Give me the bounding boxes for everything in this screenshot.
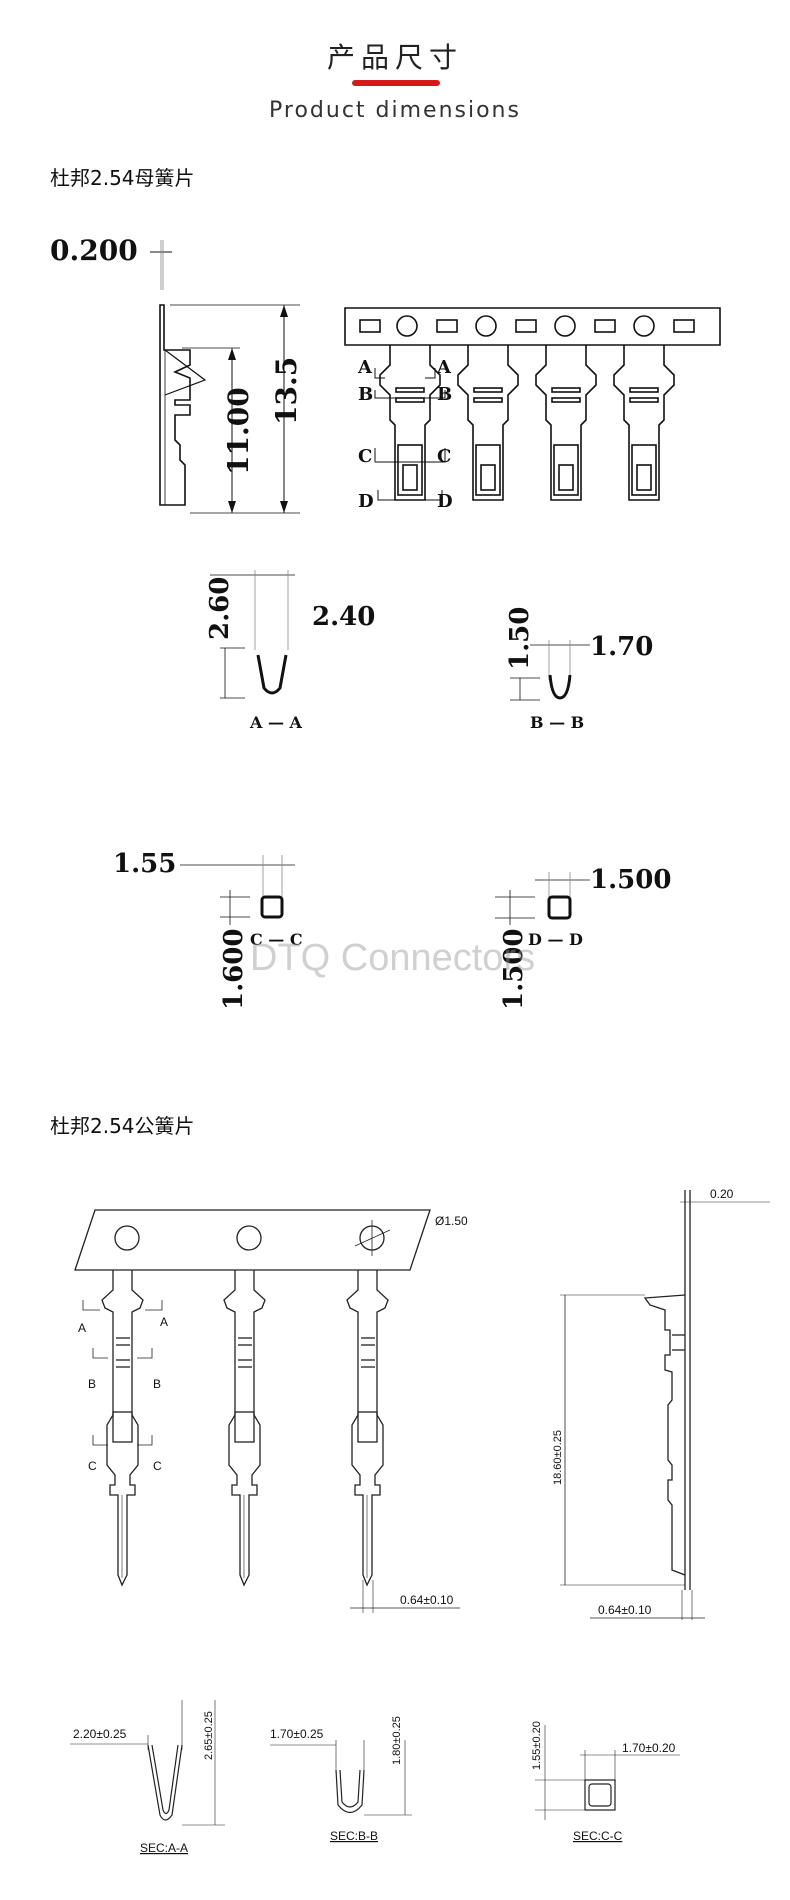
- male-mark-a-right: A: [160, 1315, 168, 1329]
- male-sec-bb: 1.70±0.25 1.80±0.25 SEC:B-B: [270, 1716, 412, 1843]
- female-thickness-value: 0.200: [50, 234, 138, 267]
- male-pin-width-side: 0.64±0.10: [598, 1603, 652, 1617]
- male-bb-h: 1.80±0.25: [391, 1716, 403, 1765]
- female-bb-w: 1.70: [590, 632, 653, 662]
- female-sec-cc: 1.55 1.600 C — C: [113, 849, 303, 1010]
- male-bb-label: SEC:B-B: [330, 1829, 378, 1843]
- page-title-cn: 产品尺寸: [326, 41, 463, 74]
- male-mark-a-left: A: [78, 1321, 86, 1335]
- female-mark-a-left: A: [357, 357, 373, 378]
- female-section-label: 杜邦2.54母簧片: [50, 166, 195, 190]
- male-terminal: [346, 1270, 389, 1587]
- male-mark-b-left: B: [88, 1377, 96, 1391]
- female-terminal-drawing: 0.200 11.00 13.5: [50, 234, 721, 1010]
- male-sec-aa: 2.20±0.25 2.65±0.25 SEC:A-A: [70, 1700, 225, 1855]
- female-dd-label: D — D: [528, 930, 583, 949]
- female-cc-label: C — C: [250, 930, 303, 949]
- male-cc-h: 1.55±0.20: [531, 1721, 543, 1770]
- male-hole-dia: Ø1.50: [435, 1214, 468, 1228]
- male-thickness: 0.20: [710, 1187, 734, 1201]
- female-bb-h: 1.50: [505, 607, 535, 670]
- male-mark-b-right: B: [153, 1377, 161, 1391]
- female-aa-h: 2.60: [205, 577, 235, 640]
- female-side-view: [159, 304, 207, 506]
- female-dd-w: 1.500: [590, 865, 671, 895]
- male-section-label: 杜邦2.54公簧片: [50, 1114, 195, 1138]
- male-mark-c-right: C: [153, 1459, 162, 1473]
- male-side-view: [643, 1190, 691, 1590]
- male-terminal: [223, 1270, 266, 1587]
- male-aa-h: 2.65±0.25: [203, 1711, 215, 1760]
- female-sec-bb: 1.50 1.70 B — B: [505, 607, 653, 732]
- male-terminal-drawing: Ø1.50 A A B B C C 0.64±0.10: [70, 1187, 770, 1855]
- female-cc-h: 1.600: [219, 929, 249, 1010]
- female-mark-c-right: C: [437, 446, 451, 467]
- female-mark-d-right: D: [437, 491, 453, 512]
- male-terminal: [101, 1270, 144, 1587]
- female-aa-label: A — A: [249, 713, 303, 732]
- male-aa-w: 2.20±0.25: [73, 1727, 127, 1741]
- female-mark-c-left: C: [358, 446, 372, 467]
- female-sec-aa: 2.60 2.40 A — A: [205, 570, 375, 732]
- female-cc-w: 1.55: [113, 849, 176, 879]
- male-sec-cc: 1.70±0.20 1.55±0.20 SEC:C-C: [531, 1721, 680, 1843]
- female-dim-long: 13.5: [270, 357, 303, 425]
- female-mark-a-right: A: [436, 357, 452, 378]
- male-mark-c-left: C: [88, 1459, 97, 1473]
- male-cc-label: SEC:C-C: [573, 1829, 623, 1843]
- female-front-view: [344, 307, 721, 501]
- female-dim-short: 11.00: [222, 387, 255, 475]
- female-bb-label: B — B: [530, 713, 584, 732]
- male-cc-w: 1.70±0.20: [622, 1741, 676, 1755]
- male-pin-width-front: 0.64±0.10: [400, 1593, 454, 1607]
- male-bb-w: 1.70±0.25: [270, 1727, 324, 1741]
- female-mark-b-right: B: [437, 384, 452, 405]
- female-aa-w: 2.40: [312, 602, 375, 632]
- female-mark-d-left: D: [358, 491, 374, 512]
- male-length: 18.60±0.25: [552, 1430, 564, 1485]
- female-dd-h: 1.500: [499, 929, 529, 1010]
- page-title-en: Product dimensions: [269, 98, 521, 123]
- female-mark-b-left: B: [358, 384, 373, 405]
- watermark: DTQ Connectors: [250, 937, 536, 979]
- title-underline: [352, 80, 440, 86]
- male-aa-label: SEC:A-A: [140, 1841, 188, 1855]
- female-sec-dd: 1.500 1.500 D — D: [495, 865, 671, 1010]
